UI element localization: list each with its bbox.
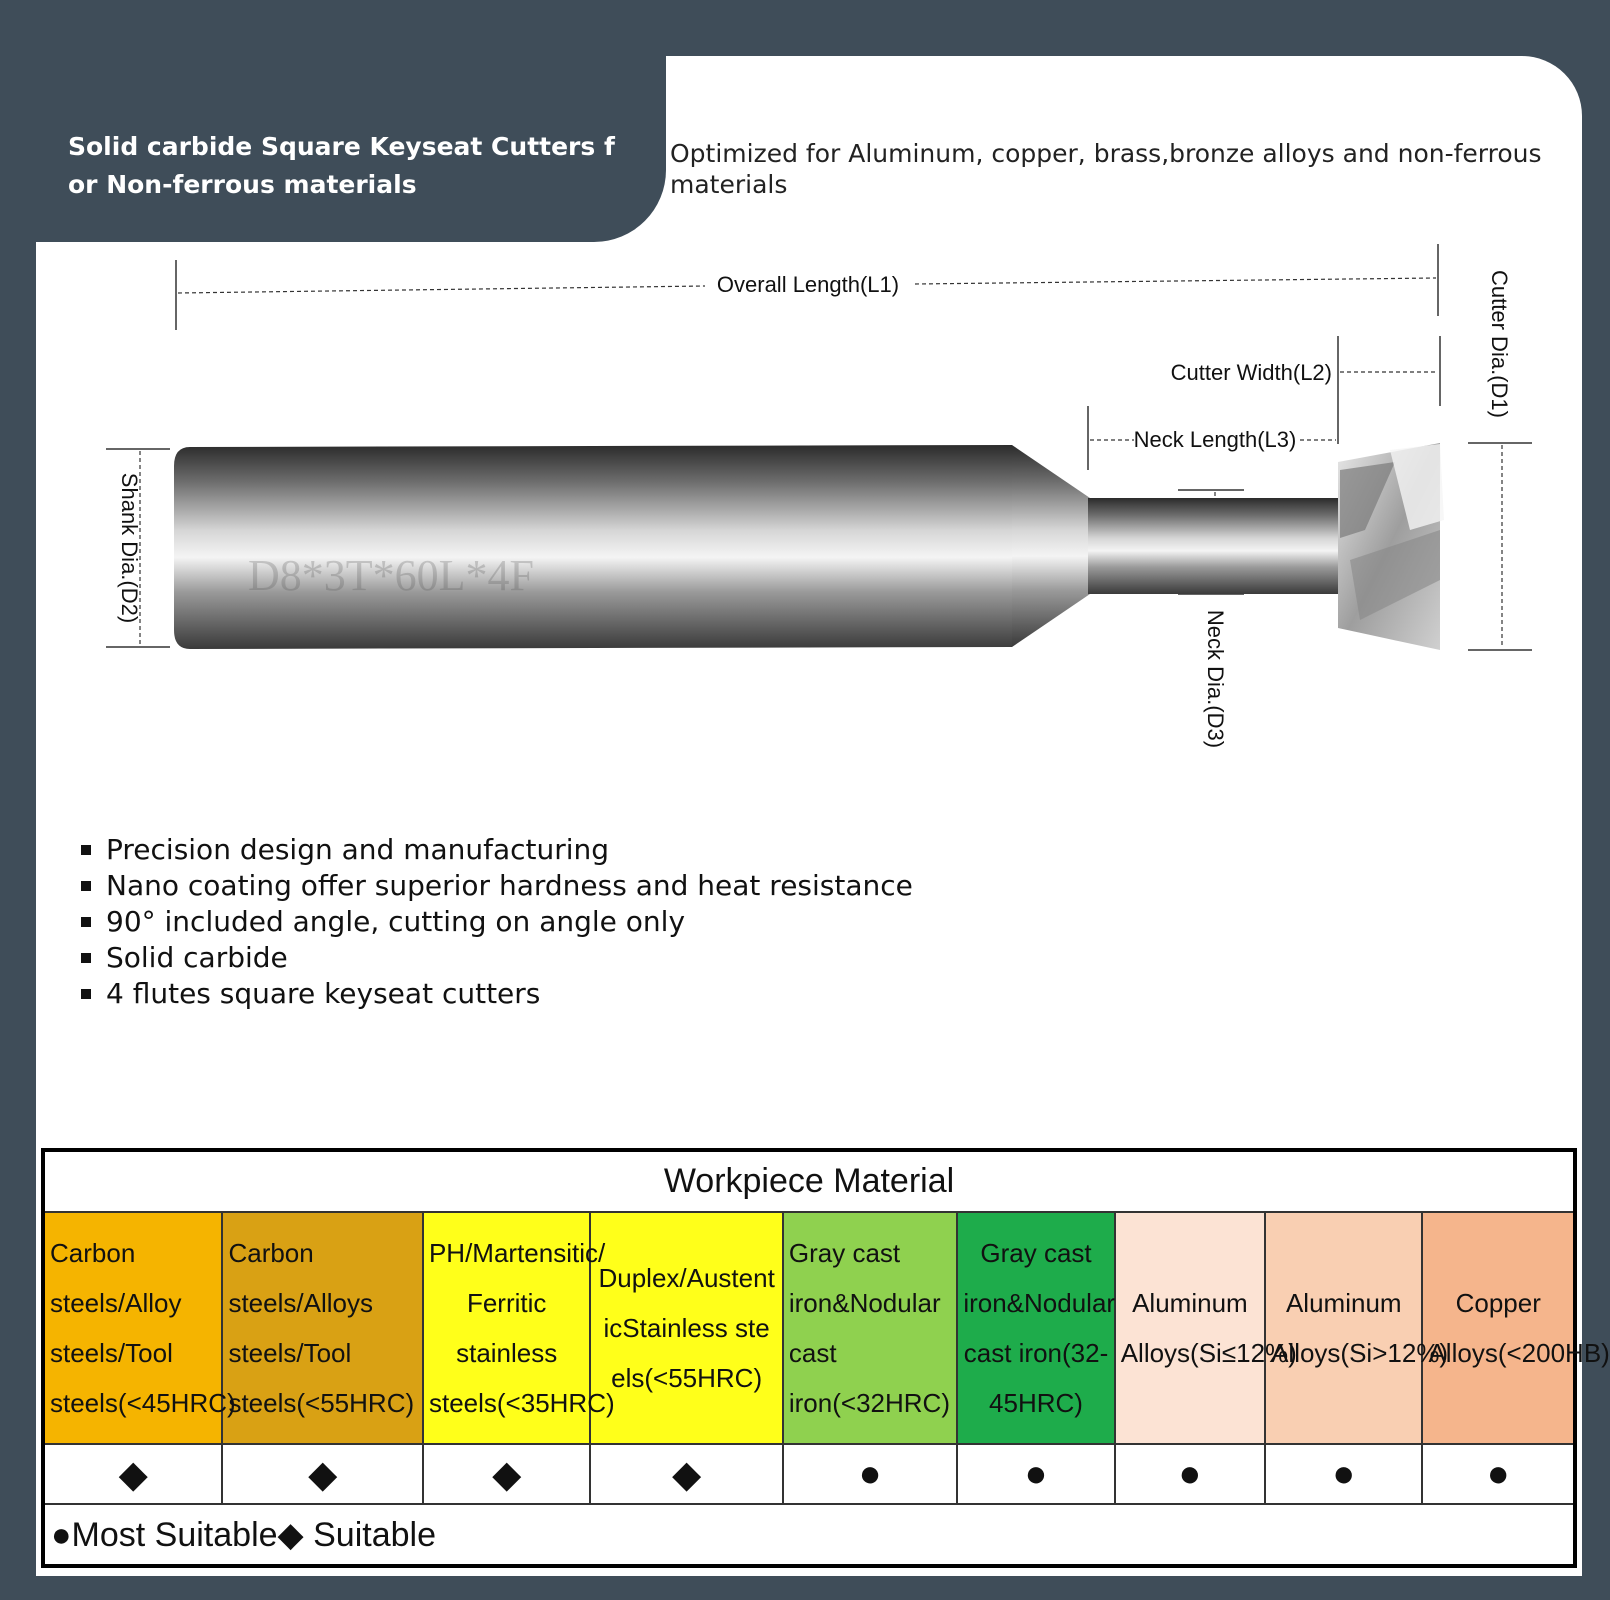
circle-icon: ● (1113, 1443, 1267, 1505)
table-heading: Workpiece Material (42, 1149, 1576, 1213)
material-header-cell: Carbon steels/Alloys steels/Tool steels(… (221, 1211, 424, 1445)
workpiece-material-table: Workpiece Material Carbon steels/Alloy s… (41, 1148, 1610, 1568)
page-subtitle: Optimized for Aluminum, copper, brass,br… (670, 139, 1542, 199)
feature-item: Solid carbide (78, 940, 913, 976)
circle-icon: ● (1264, 1443, 1424, 1505)
neck-dia-dimension: Neck Dia.(D3) (1178, 489, 1244, 748)
material-header-cell: Aluminum Alloys(Si>12%) (1264, 1211, 1448, 1445)
material-header-cell: Gray cast iron&Nodular cast iron(<32HRC) (781, 1211, 959, 1445)
title-tab: Solid carbide Square Keyseat Cutters for… (36, 56, 666, 242)
cutter-dia-dimension: Cutter Dia.(D1) (1468, 270, 1532, 651)
neck-length-dimension: Neck Length(L3) (1087, 406, 1336, 470)
circle-icon: ● (956, 1443, 1116, 1505)
material-header-cell: PH/Martensitic/ Ferritic stainless steel… (421, 1211, 615, 1445)
shank-dia-label: Shank Dia.(D2) (117, 473, 142, 623)
material-header-cell: Gray cast iron&Nodular cast iron(32-45HR… (956, 1211, 1116, 1445)
tool-engraving: D8*3T*60L*4F (248, 551, 534, 600)
page-title: Solid carbide Square Keyseat Cutters for… (68, 132, 615, 199)
circle-icon: ● (1421, 1443, 1576, 1505)
keyseat-cutter-image: D8*3T*60L*4F (174, 443, 1444, 650)
circle-icon: ● (781, 1443, 959, 1505)
shank-dia-dimension: Shank Dia.(D2) (106, 448, 170, 648)
diamond-icon: ◆ (221, 1443, 424, 1505)
material-header-cell: Duplex/AustenticStainless steels(<55HRC) (589, 1211, 784, 1445)
cutter-dia-label: Cutter Dia.(D1) (1487, 270, 1512, 418)
neck-length-label: Neck Length(L3) (1134, 427, 1297, 452)
overall-length-label: Overall Length(L1) (717, 272, 899, 297)
feature-item: 4 flutes square keyseat cutters (78, 976, 913, 1012)
diamond-icon: ◆ (41, 1443, 224, 1505)
feature-item: Nano coating offer superior hardness and… (78, 868, 913, 904)
material-header-cell: Aluminum Alloys(Si≤12%) (1113, 1211, 1297, 1445)
diamond-icon: ◆ (589, 1443, 784, 1505)
material-header-cell: Copper Alloys(<200HB) (1421, 1211, 1610, 1445)
table-legend: ●Most Suitable◆ Suitable (42, 1503, 1576, 1567)
diamond-icon: ◆ (421, 1443, 592, 1505)
feature-item: 90° included angle, cutting on angle onl… (78, 904, 913, 940)
overall-length-dimension: Overall Length(L1) (175, 244, 1439, 330)
material-header-cell: Carbon steels/Alloy steels/Tool steels(<… (41, 1211, 236, 1445)
cutter-width-label: Cutter Width(L2) (1171, 360, 1332, 385)
feature-list: Precision design and manufacturing Nano … (78, 832, 913, 1012)
tool-diagram: Overall Length(L1) Cutter Width(L2) Neck… (106, 244, 1532, 748)
cutter-width-dimension: Cutter Width(L2) (1171, 336, 1441, 444)
neck-dia-label: Neck Dia.(D3) (1203, 610, 1228, 748)
feature-item: Precision design and manufacturing (78, 832, 913, 868)
